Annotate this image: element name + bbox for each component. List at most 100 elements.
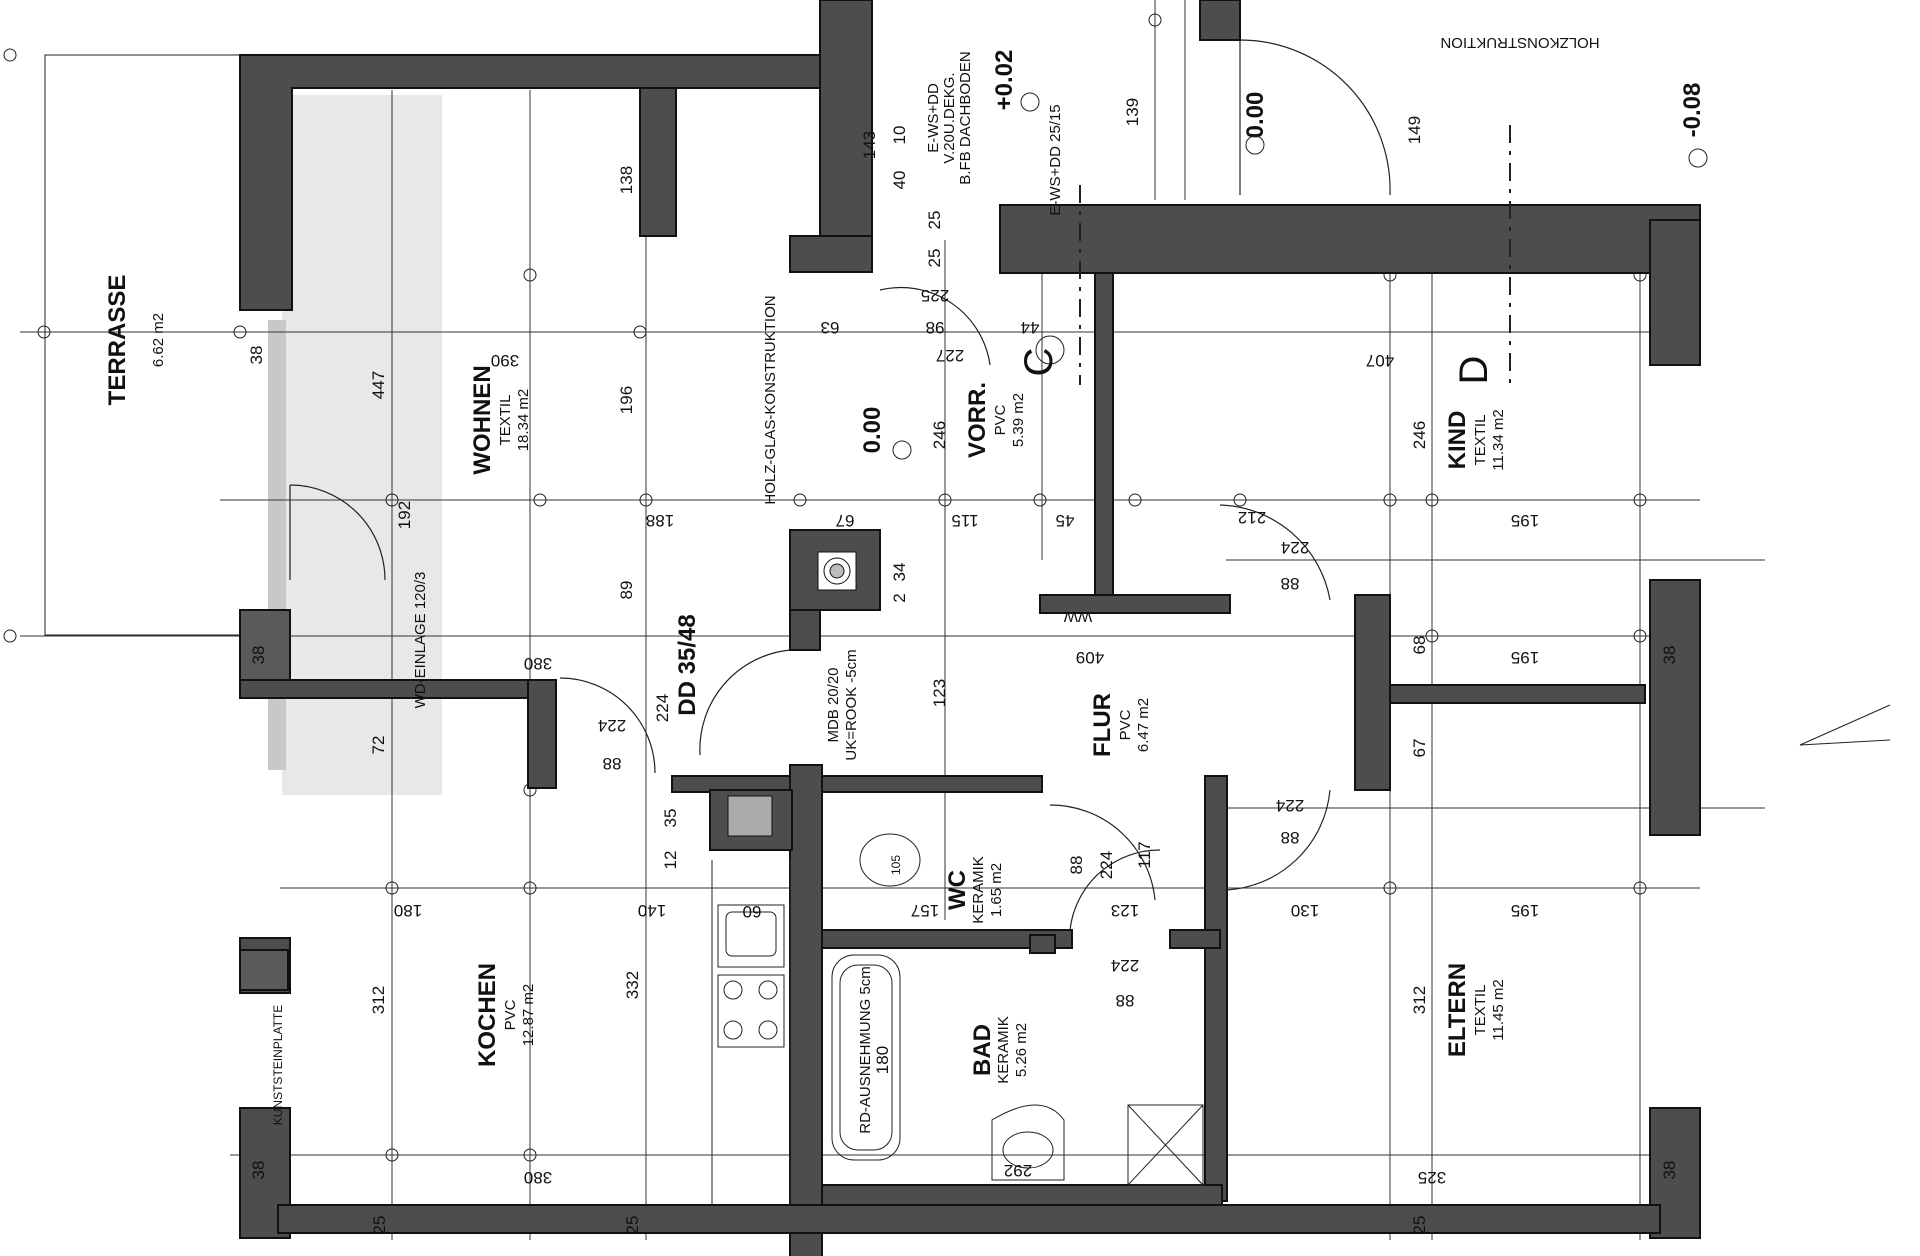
dim: 195 [1511, 648, 1539, 667]
room-flur: FLUR PVC 6.47 m2 [1089, 693, 1152, 757]
wd-einlage-label: WD-EINLAGE 120/3 [412, 572, 429, 709]
dim: 88 [1116, 991, 1135, 1010]
dim: 38 [247, 346, 266, 365]
dim: 88 [1067, 856, 1086, 875]
dim: 45 [1056, 511, 1075, 530]
dim: 139 [1123, 98, 1142, 126]
dim: 227 [936, 346, 964, 365]
room-area: 11.34 m2 [1490, 409, 1507, 470]
room-wohnen: WOHNEN TEXTIL 18.34 m2 [469, 365, 532, 474]
dim: 325 [1418, 1168, 1446, 1187]
room-name: KOCHEN [474, 963, 501, 1067]
dim: 98 [926, 318, 945, 337]
dim: 143 [860, 131, 879, 159]
room-name: ELTERN [1444, 963, 1471, 1057]
room-bad: BAD KERAMIK 5.26 m2 [969, 1016, 1030, 1084]
walls [239, 0, 1701, 1256]
dim: 88 [1281, 574, 1300, 593]
dim: 188 [646, 511, 674, 530]
dim: 67 [836, 511, 855, 530]
dim: 196 [617, 386, 636, 414]
room-vorr: VORR. PVC 5.39 m2 [964, 382, 1027, 458]
ewsdd-label-3: B.FB DACHBODEN [957, 51, 974, 184]
dim: 38 [1660, 646, 1679, 665]
room-area: 11.45 m2 [1490, 979, 1507, 1040]
dim: 292 [1004, 1161, 1032, 1180]
level-label: -0.08 [1679, 83, 1706, 138]
room-floor: TEXTIL [1472, 985, 1489, 1036]
section-line [1035, 125, 1891, 746]
dim: 409 [1076, 648, 1104, 667]
doors [289, 39, 1391, 931]
room-floor: KERAMIK [970, 856, 987, 924]
dim: 180 [394, 901, 422, 920]
room-labels: TERRASSE 6.62 m2 WOHNEN TEXTIL 18.34 m2 … [104, 275, 1507, 1084]
room-area: 5.39 m2 [1010, 393, 1027, 447]
level-markers: +0.02 0.00 0.00 -0.08 [859, 50, 1708, 460]
dim: 34 [890, 563, 909, 582]
room-name: WC [944, 870, 971, 910]
pillars [239, 609, 291, 991]
wd-einlage-hatch [282, 95, 442, 795]
dim: 380 [524, 1168, 552, 1187]
dim: 195 [1511, 901, 1539, 920]
section-marker-d: D [1452, 356, 1496, 385]
room-kind: KIND TEXTIL 11.34 m2 [1444, 409, 1507, 470]
dim: 224 [1276, 796, 1304, 815]
dim: 390 [491, 351, 519, 370]
mdb-label: MDB 20/20 [825, 667, 842, 742]
ewsdd-25-label: E-WS+DD 25/15 [1047, 104, 1064, 215]
dim: 40 [890, 171, 909, 190]
wc-fixture-label: 105 [889, 855, 903, 875]
dim: 149 [1405, 116, 1424, 144]
dim: 25 [623, 1216, 642, 1235]
dim: 35 [661, 809, 680, 828]
room-floor: KERAMIK [995, 1016, 1012, 1084]
room-area: 5.26 m2 [1013, 1023, 1030, 1077]
room-floor: PVC [992, 404, 1009, 435]
dim: 195 [1511, 511, 1539, 530]
room-terrasse: TERRASSE 6.62 m2 [104, 275, 167, 406]
dim: 68 [1410, 636, 1429, 655]
dim: 25 [925, 211, 944, 230]
dim: 38 [249, 646, 268, 665]
dim: 224 [1111, 956, 1139, 975]
dimension-values: 138 196 188 89 447 390 192 380 380 72 38… [247, 98, 1679, 1235]
holzkonstruktion-label: HOLZKONSTRUKTION [1440, 34, 1599, 51]
dim: 225 [921, 286, 949, 305]
dim: 67 [1410, 739, 1429, 758]
dim: 312 [1410, 986, 1429, 1014]
dim: 89 [617, 581, 636, 600]
dd-label: DD 35/48 [674, 614, 701, 715]
rd-ausnehmung-label: RD-AUSNEHMUNG 5cm [857, 966, 874, 1134]
dim: 224 [653, 694, 672, 722]
dim: 224 [1281, 538, 1309, 557]
dim: 25 [1410, 1216, 1429, 1235]
room-name: BAD [969, 1024, 996, 1076]
dim: 63 [821, 318, 840, 337]
dim: 72 [369, 736, 388, 755]
dim: 157 [911, 901, 939, 920]
room-name: FLUR [1089, 693, 1116, 757]
dim: 38 [249, 1161, 268, 1180]
dim: 180 [873, 1046, 892, 1074]
dim: 224 [598, 716, 626, 735]
dim: 25 [370, 1216, 389, 1235]
room-eltern: ELTERN TEXTIL 11.45 m2 [1444, 963, 1507, 1057]
terrace-outline [44, 54, 240, 636]
room-floor: TEXTIL [497, 395, 514, 446]
dim: 332 [623, 971, 642, 999]
room-floor: TEXTIL [1472, 415, 1489, 466]
level-label: 0.00 [859, 407, 886, 454]
section-marker-c: C [1017, 348, 1061, 377]
holz-glas-label: HOLZ-GLAS-KONSTRUKTION [762, 295, 779, 504]
ww-label: WW [1063, 608, 1092, 625]
fixtures: 105 [711, 833, 1204, 1205]
dim: 2 [890, 593, 909, 602]
room-area: 6.62 m2 [150, 313, 167, 367]
room-name: VORR. [964, 382, 991, 458]
grid-markers [3, 13, 1647, 1162]
dim: 246 [930, 421, 949, 449]
room-area: 18.34 m2 [515, 389, 532, 452]
